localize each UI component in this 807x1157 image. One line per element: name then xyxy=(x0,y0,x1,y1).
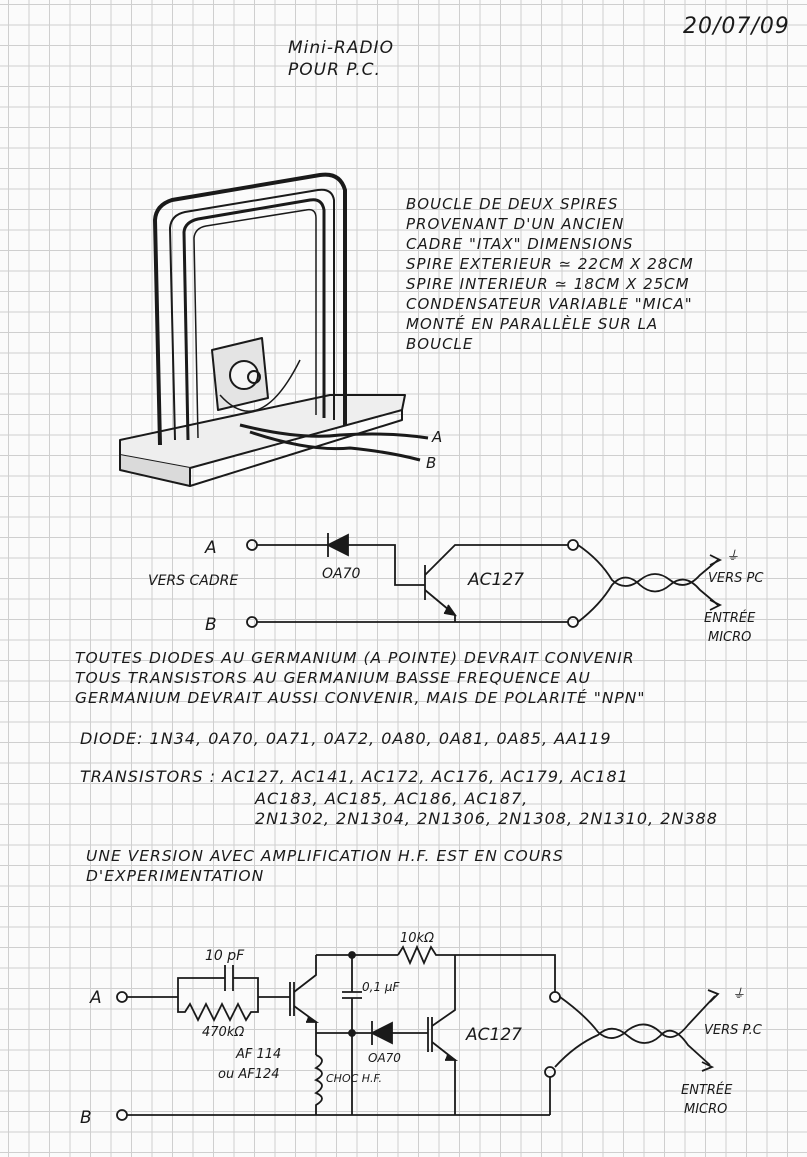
transistor-list-line: TRANSISTORS : AC127, AC141, AC172, AC176… xyxy=(80,767,629,786)
note-line: BOUCLE DE DEUX SPIRES xyxy=(406,195,619,213)
note-line: CADRE "ITAX" DIMENSIONS xyxy=(406,235,634,253)
cap1-label: 10 pF xyxy=(205,948,245,964)
transistor-list-line: AC183, AC185, AC186, AC187, xyxy=(255,789,529,808)
transistor-label: AC127 xyxy=(467,570,524,590)
vers-pc-label: VERS PC xyxy=(708,571,764,586)
vers-cadre-label: VERS CADRE xyxy=(148,573,238,589)
diode-list: DIODE: 1N34, 0A70, 0A71, 0A72, 0A80, 0A8… xyxy=(80,729,612,748)
note-line: TOUTES DIODES AU GERMANIUM (A POINTE) DE… xyxy=(75,649,635,667)
note-line: BOUCLE xyxy=(406,335,474,353)
note-line: TOUS TRANSISTORS AU GERMANIUM BASSE FREQ… xyxy=(75,669,591,687)
transistor-list-line: 2N1302, 2N1304, 2N1306, 2N1308, 2N1310, … xyxy=(255,809,718,828)
page-title-line2: POUR P.C. xyxy=(288,60,381,80)
micro-label: MICRO xyxy=(708,630,751,645)
cap2-label: 0,1 μF xyxy=(362,980,401,994)
res1-label: 470kΩ xyxy=(202,1025,244,1040)
version-note-line: UNE VERSION AVEC AMPLIFICATION H.F. EST … xyxy=(86,847,564,865)
note-line: MONTÉ EN PARALLÈLE SUR LA xyxy=(406,315,659,333)
transistor2-label: AC127 xyxy=(465,1025,522,1045)
note-line: PROVENANT D'UN ANCIEN xyxy=(406,215,625,233)
vers-pc-label-2: VERS P.C xyxy=(704,1023,763,1038)
choke-label: CHOC H.F. xyxy=(326,1072,382,1085)
res2-label: 10kΩ xyxy=(400,931,434,946)
transistor1-alt-label: ou AF124 xyxy=(218,1067,280,1082)
entree-label-2: ENTRÉE xyxy=(681,1082,733,1098)
frame-lead-a-label: A xyxy=(431,428,442,446)
version-note-line: D'EXPERIMENTATION xyxy=(86,867,265,885)
ground-symbol-2: ⏚ xyxy=(732,987,745,1002)
micro-label-2: MICRO xyxy=(684,1102,727,1117)
frame-lead-b-label: B xyxy=(426,454,436,472)
circuit2-b-label: B xyxy=(80,1108,92,1128)
diode-label: OA70 xyxy=(322,566,361,582)
page-title-line1: Mini-RADIO xyxy=(288,38,394,58)
note-line: SPIRE INTERIEUR ≃ 18CM X 25CM xyxy=(406,275,690,293)
transistor1-label: AF 114 xyxy=(235,1047,281,1062)
note-line: SPIRE EXTERIEUR ≃ 22CM X 28CM xyxy=(406,255,694,273)
note-line: CONDENSATEUR VARIABLE "MICA" xyxy=(406,295,693,313)
date: 20/07/09 xyxy=(683,14,790,39)
circuit1-a-label: A xyxy=(204,538,217,558)
note-line: GERMANIUM DEVRAIT AUSSI CONVENIR, MAIS D… xyxy=(75,689,646,707)
diode2-label: OA70 xyxy=(368,1051,401,1065)
circuit2-a-label: A xyxy=(89,988,102,1008)
ground-symbol: ⏚ xyxy=(726,549,739,564)
circuit1-b-label: B xyxy=(205,615,217,635)
entree-label: ENTRÉE xyxy=(704,610,756,626)
